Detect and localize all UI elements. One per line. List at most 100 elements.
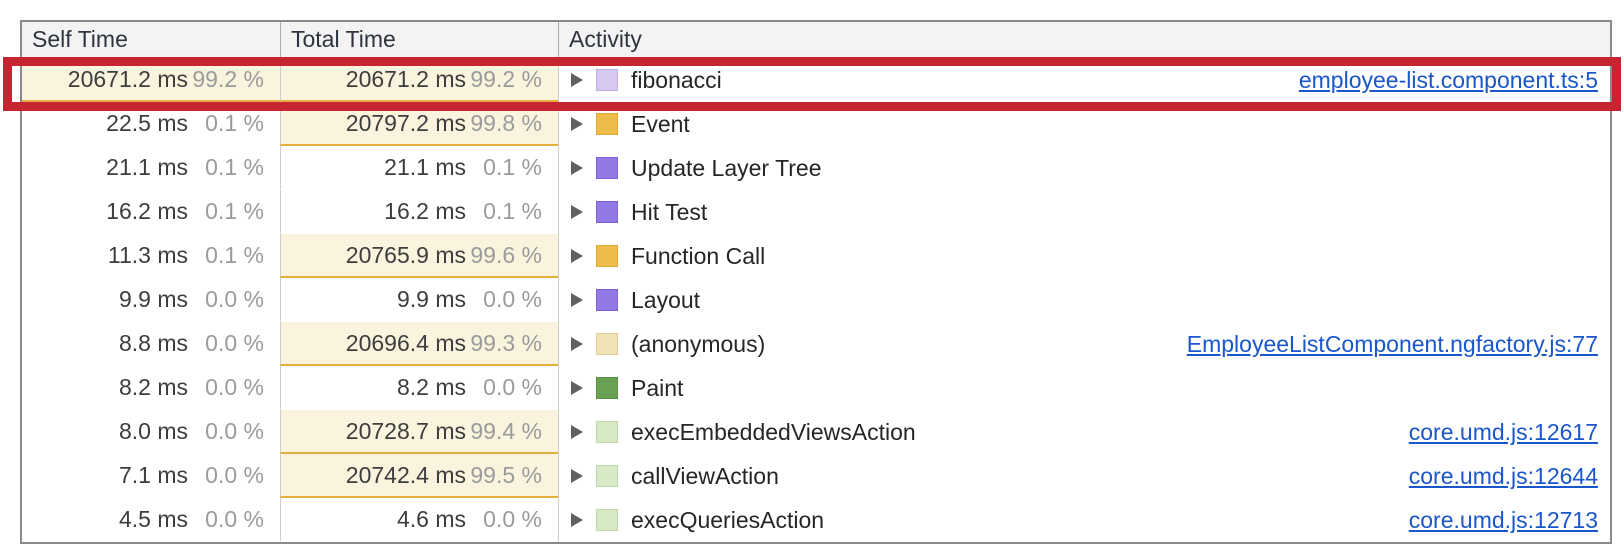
total-time-cell: 20671.2 ms 99.2 % [280,58,558,102]
activity-category-icon [596,289,618,311]
total-time-ms: 20742.4 ms [345,461,466,488]
activity-cell: execQueriesAction core.umd.js:12713 [558,498,1610,542]
expand-arrow-icon[interactable] [571,293,583,307]
activity-category-icon [596,333,618,355]
total-time-percent: 0.0 % [483,505,542,532]
activity-label: Hit Test [631,198,708,225]
activity-cell: Update Layer Tree [558,146,1610,190]
source-location-link[interactable]: core.umd.js:12713 [1408,506,1598,533]
expand-arrow-icon[interactable] [571,205,583,219]
table-header-row: Self Time Total Time Activity [22,22,1610,58]
activity-cell: Paint [558,366,1610,410]
expand-arrow-icon[interactable] [571,117,583,131]
self-time-ms: 22.5 ms [106,109,188,136]
activity-cell: (anonymous) EmployeeListComponent.ngfact… [558,322,1610,366]
column-header-activity-label: Activity [569,26,642,52]
total-time-ms: 16.2 ms [384,197,466,224]
self-time-percent: 0.0 % [205,285,264,312]
total-time-cell: 20696.4 ms 99.3 % [280,322,558,366]
table-row-event[interactable]: 22.5 ms 0.1 % 20797.2 ms 99.8 % Event [22,102,1610,146]
self-time-percent: 0.0 % [205,373,264,400]
activity-cell: Hit Test [558,190,1610,234]
column-header-activity[interactable]: Activity [558,22,1610,57]
column-header-total-time[interactable]: Total Time [280,22,558,57]
total-time-percent: 99.5 % [470,461,542,488]
activity-cell: Layout [558,278,1610,322]
total-time-ms: 20696.4 ms [345,329,466,356]
self-time-percent: 0.0 % [205,461,264,488]
total-time-cell: 20797.2 ms 99.8 % [280,102,558,146]
expand-arrow-icon[interactable] [571,381,583,395]
activity-category-icon [596,377,618,399]
total-time-cell: 20728.7 ms 99.4 % [280,410,558,454]
activity-label: Layout [631,286,701,313]
table-row-update-layer-tree[interactable]: 21.1 ms 0.1 % 21.1 ms 0.1 % Update Layer… [22,146,1610,190]
table-row-anonymous[interactable]: 8.8 ms 0.0 % 20696.4 ms 99.3 % (anonymou… [22,322,1610,366]
table-body: 20671.2 ms 99.2 % 20671.2 ms 99.2 % fibo… [22,58,1610,542]
source-location-link[interactable]: core.umd.js:12617 [1408,418,1598,445]
activity-label: Paint [631,374,684,401]
self-time-ms: 11.3 ms [107,241,188,268]
column-header-self-time[interactable]: Self Time [22,22,280,57]
total-time-cell: 21.1 ms 0.1 % [280,146,558,190]
activity-cell: callViewAction core.umd.js:12644 [558,454,1610,498]
self-time-cell: 7.1 ms 0.0 % [22,454,280,498]
table-row-execqueriesaction[interactable]: 4.5 ms 0.0 % 4.6 ms 0.0 % execQueriesAct… [22,498,1610,542]
table-row-paint[interactable]: 8.2 ms 0.0 % 8.2 ms 0.0 % Paint [22,366,1610,410]
table-row-callviewaction[interactable]: 7.1 ms 0.0 % 20742.4 ms 99.5 % callViewA… [22,454,1610,498]
activity-label: execEmbeddedViewsAction [631,418,916,445]
total-time-cell: 9.9 ms 0.0 % [280,278,558,322]
self-time-cell: 11.3 ms 0.1 % [22,234,280,278]
self-time-cell: 9.9 ms 0.0 % [22,278,280,322]
total-time-ms: 20797.2 ms [345,109,466,136]
total-time-cell: 4.6 ms 0.0 % [280,498,558,542]
self-time-ms: 21.1 ms [106,153,188,180]
total-time-cell: 8.2 ms 0.0 % [280,366,558,410]
activity-label: execQueriesAction [631,506,825,533]
activity-cell: Function Call [558,234,1610,278]
total-time-percent: 99.4 % [470,417,542,444]
total-time-percent: 0.0 % [483,285,542,312]
activity-cell: execEmbeddedViewsAction core.umd.js:1261… [558,410,1610,454]
total-time-percent: 99.3 % [470,329,542,356]
total-time-cell: 20765.9 ms 99.6 % [280,234,558,278]
self-time-percent: 0.1 % [205,197,264,224]
expand-arrow-icon[interactable] [571,249,583,263]
activity-cell: fibonacci employee-list.component.ts:5 [558,58,1610,102]
self-time-ms: 7.1 ms [118,461,188,488]
activity-category-icon [596,157,618,179]
self-time-ms: 4.5 ms [118,505,188,532]
self-time-ms: 8.2 ms [118,373,188,400]
total-time-ms: 20728.7 ms [345,417,466,444]
total-time-percent: 99.6 % [470,241,542,268]
self-time-cell: 8.0 ms 0.0 % [22,410,280,454]
column-header-total-time-label: Total Time [291,26,396,52]
activity-category-icon [596,69,618,91]
table-row-hit-test[interactable]: 16.2 ms 0.1 % 16.2 ms 0.1 % Hit Test [22,190,1610,234]
self-time-ms: 9.9 ms [118,285,188,312]
self-time-percent: 0.1 % [205,153,264,180]
total-time-percent: 99.2 % [470,65,542,92]
source-location-link[interactable]: employee-list.component.ts:5 [1298,66,1598,93]
total-time-ms: 20765.9 ms [345,241,466,268]
table-row-layout[interactable]: 9.9 ms 0.0 % 9.9 ms 0.0 % Layout [22,278,1610,322]
total-time-percent: 0.0 % [483,373,542,400]
table-row-execembeddedviewsaction[interactable]: 8.0 ms 0.0 % 20728.7 ms 99.4 % execEmbed… [22,410,1610,454]
self-time-cell: 8.8 ms 0.0 % [22,322,280,366]
activity-label: fibonacci [631,66,722,93]
expand-arrow-icon[interactable] [571,469,583,483]
source-location-link[interactable]: EmployeeListComponent.ngfactory.js:77 [1186,330,1598,357]
source-location-link[interactable]: core.umd.js:12644 [1408,462,1598,489]
activity-label: callViewAction [631,462,779,489]
expand-arrow-icon[interactable] [571,161,583,175]
expand-arrow-icon[interactable] [571,73,583,87]
self-time-cell: 8.2 ms 0.0 % [22,366,280,410]
activity-category-icon [596,201,618,223]
expand-arrow-icon[interactable] [571,425,583,439]
expand-arrow-icon[interactable] [571,513,583,527]
expand-arrow-icon[interactable] [571,337,583,351]
table-row-fibonacci[interactable]: 20671.2 ms 99.2 % 20671.2 ms 99.2 % fibo… [22,58,1610,102]
total-time-ms: 21.1 ms [384,153,466,180]
table-row-function-call[interactable]: 11.3 ms 0.1 % 20765.9 ms 99.6 % Function… [22,234,1610,278]
total-time-percent: 0.1 % [483,153,542,180]
